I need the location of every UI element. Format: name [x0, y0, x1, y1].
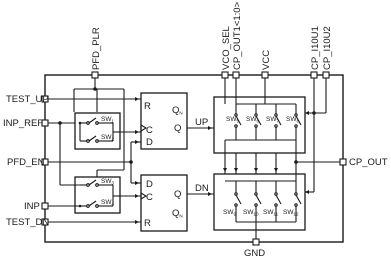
pad-vcc — [261, 71, 269, 79]
pin-label-vco-sel: VCO_SEL — [221, 26, 232, 70]
sw1-label: SW1 — [101, 116, 114, 124]
dff-bottom-c-label: C — [146, 192, 153, 203]
cp-switch-bank-top — [213, 96, 306, 154]
sw9-label: SW9 — [223, 209, 236, 217]
sw4-label: SW4 — [101, 199, 114, 207]
dff-bottom-q-label: Q — [174, 189, 181, 200]
pin-label-cp-out1: CP_OUT1<1:0> — [232, 1, 243, 70]
pad-cp-out1 — [232, 71, 240, 79]
dff-bottom-d-label: D — [146, 179, 153, 190]
pin-label-cp-out: CP_OUT — [349, 157, 388, 168]
pad-cp-i10u2 — [322, 71, 330, 79]
pad-vco-sel — [221, 71, 229, 79]
pad-gnd — [252, 238, 260, 246]
sw7-label: SW7 — [266, 116, 279, 124]
pad-pfd-plr — [91, 71, 99, 79]
pin-label-pfd-en: PFD_EN — [7, 157, 45, 168]
pin-label-pfd-plr: PFD_PLR — [91, 27, 102, 70]
sw2-label: SW2 — [101, 134, 114, 142]
dff-top-c-label: C — [146, 125, 153, 136]
dff-top — [140, 92, 188, 150]
sw3-label: SW3 — [101, 178, 114, 186]
pin-label-vcc: VCC — [261, 50, 272, 70]
sw8-label: SW8 — [286, 116, 299, 124]
dff-top-d-label: D — [146, 137, 153, 148]
dff-bottom-qn-label: QN — [172, 208, 183, 219]
pin-label-gnd: GND — [244, 248, 265, 259]
pin-label-cp-i10u2: CP_I10U2 — [322, 26, 333, 70]
cp-top-switches — [234, 113, 302, 128]
net-up-label: UP — [195, 117, 208, 128]
dff-top-r-label: R — [144, 101, 151, 112]
sw6-label: SW6 — [246, 116, 259, 124]
pad-cp-i10u1 — [310, 71, 318, 79]
pad-inp — [41, 202, 49, 210]
pin-label-cp-i10u1: CP_I10U1 — [310, 26, 321, 70]
dff-top-q-label: Q — [174, 123, 181, 134]
dff-top-qn-label: QN — [172, 105, 183, 116]
sw5-label: SW5 — [226, 116, 239, 124]
pad-cp-out — [339, 158, 347, 166]
pin-label-test-up: TEST_UP — [6, 94, 49, 105]
dff-bottom-r-label: R — [144, 218, 151, 229]
dff-bottom — [140, 174, 188, 232]
net-dn-label: DN — [195, 183, 209, 194]
pin-label-inp-ref: INP_REF — [3, 118, 43, 129]
pin-label-test-dn: TEST_DN — [6, 217, 49, 228]
pin-label-inp: INP — [24, 201, 40, 212]
